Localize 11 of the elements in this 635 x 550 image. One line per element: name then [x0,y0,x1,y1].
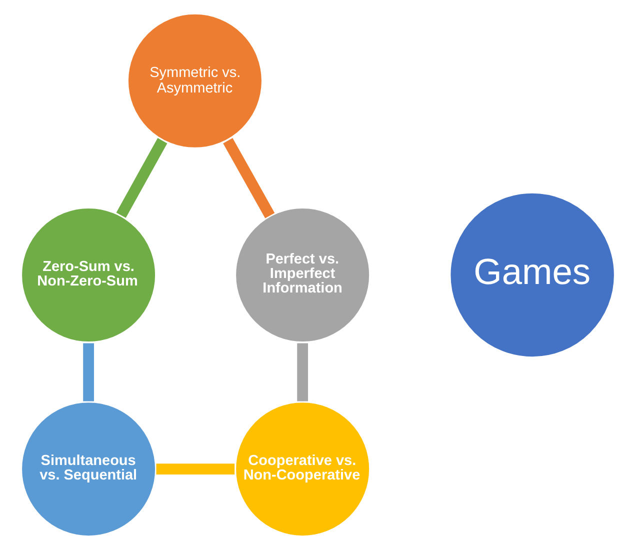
node-circle: Cooperative vs. Non-Cooperative [233,400,371,538]
connector [222,138,274,218]
node-circle: Simultaneous vs. Sequential [19,400,157,538]
node-circle: Games [448,190,616,360]
node-circle: Symmetric vs. Asymmetric [126,12,264,150]
connector [82,343,94,402]
connector [296,343,308,402]
connector [156,464,234,475]
node-circle: Zero-Sum vs. Non-Zero-Sum [19,206,157,344]
node-circle: Perfect vs. Imperfect Information [233,206,371,344]
connector [116,138,167,218]
